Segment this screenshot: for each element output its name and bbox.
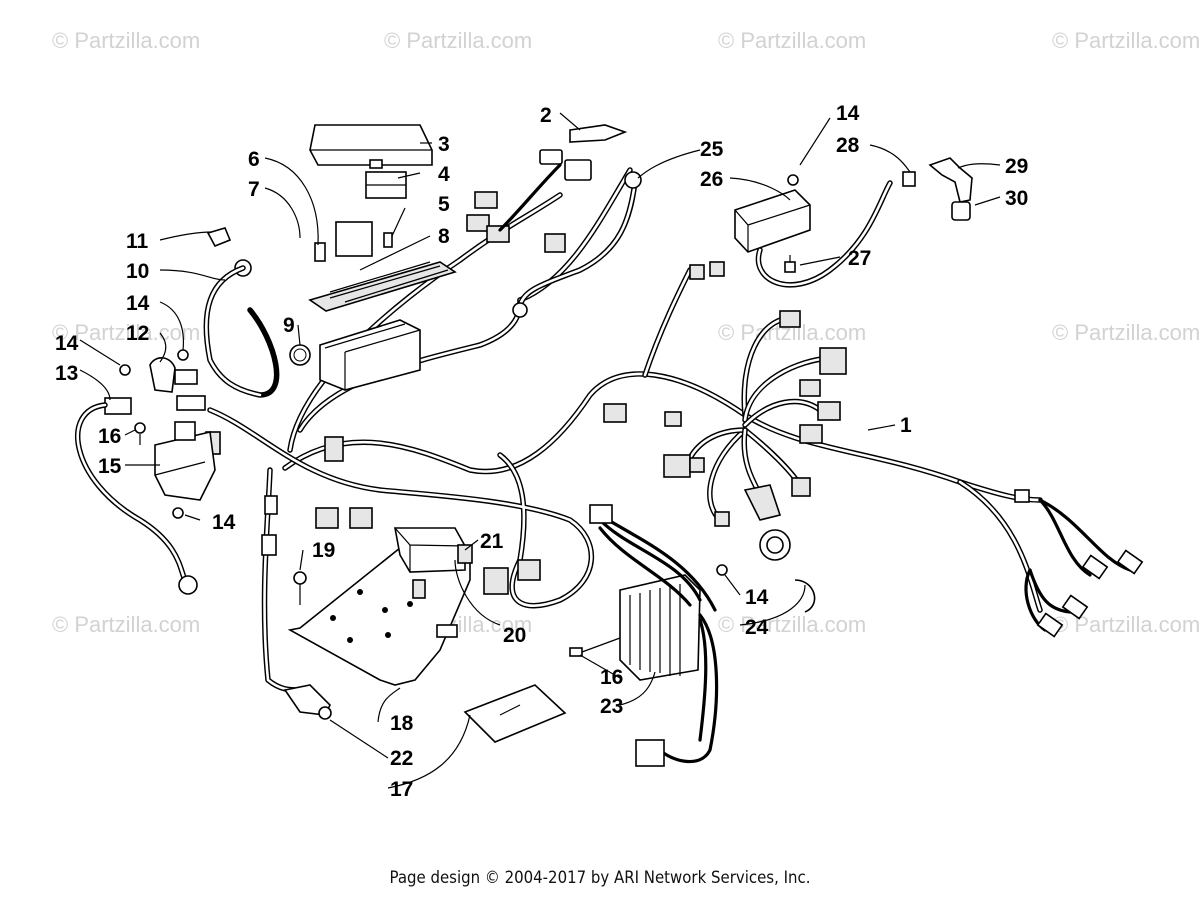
callout-8: 8 xyxy=(438,225,450,248)
callout-16: 16 xyxy=(600,666,623,689)
callout-21: 21 xyxy=(480,530,504,553)
callout-30: 30 xyxy=(1005,187,1028,210)
callout-18: 18 xyxy=(390,712,414,735)
watermark: © Partzilla.com xyxy=(52,320,200,345)
callout-12: 12 xyxy=(126,322,149,345)
callout-13: 13 xyxy=(55,362,78,385)
callout-4: 4 xyxy=(438,163,450,186)
callout-14: 14 xyxy=(212,511,236,534)
leader-lines xyxy=(79,112,1001,789)
callout-19: 19 xyxy=(312,539,335,562)
watermark: © Partzilla.com xyxy=(718,28,866,53)
callout-14: 14 xyxy=(836,102,860,125)
watermark: © Partzilla.com xyxy=(384,28,532,53)
callout-26: 26 xyxy=(700,168,723,191)
callout-11: 11 xyxy=(126,230,149,253)
watermark: © Partzilla.com xyxy=(52,28,200,53)
callout-1: 1 xyxy=(900,414,912,437)
callout-25: 25 xyxy=(700,138,724,161)
callout-14: 14 xyxy=(126,292,150,315)
callout-10: 10 xyxy=(126,260,149,283)
callout-7: 7 xyxy=(248,178,260,201)
callout-24: 24 xyxy=(745,616,769,639)
callout-5: 5 xyxy=(438,193,450,216)
callout-27: 27 xyxy=(848,247,871,270)
end-connectors-right xyxy=(1014,489,1144,638)
callout-22: 22 xyxy=(390,747,413,770)
callout-14: 14 xyxy=(745,586,769,609)
harness-connectors-left xyxy=(205,261,847,595)
callout-14: 14 xyxy=(55,332,79,355)
fuse-box-assembly xyxy=(289,124,457,391)
part-26-module xyxy=(734,157,973,288)
watermark-layer: © Partzilla.com © Partzilla.com © Partzi… xyxy=(52,28,1200,637)
callout-9: 9 xyxy=(283,314,295,337)
callout-3: 3 xyxy=(438,133,450,156)
watermark: © Partzilla.com xyxy=(1052,320,1200,345)
footer-copyright: Page design © 2004-2017 by ARI Network S… xyxy=(389,868,811,888)
callout-23: 23 xyxy=(600,695,623,718)
callout-16: 16 xyxy=(98,425,121,448)
callout-28: 28 xyxy=(836,134,860,157)
part-25-cable xyxy=(512,171,642,318)
battery-cables xyxy=(74,227,280,595)
callout-labels: 1 2 3 4 5 6 7 8 9 10 11 12 13 14 14 14 1… xyxy=(55,102,1028,801)
callout-2: 2 xyxy=(540,104,552,127)
part-2-connectors xyxy=(466,124,628,253)
callout-29: 29 xyxy=(1005,155,1028,178)
part-22-sensor xyxy=(283,684,332,720)
callout-15: 15 xyxy=(98,455,122,478)
watermark: © Partzilla.com xyxy=(52,612,200,637)
callout-6: 6 xyxy=(248,148,260,171)
part-23-regulator xyxy=(569,504,816,767)
watermark: © Partzilla.com xyxy=(1052,28,1200,53)
part-18-plate xyxy=(287,527,567,743)
callout-20: 20 xyxy=(503,624,526,647)
callout-17: 17 xyxy=(390,778,413,801)
